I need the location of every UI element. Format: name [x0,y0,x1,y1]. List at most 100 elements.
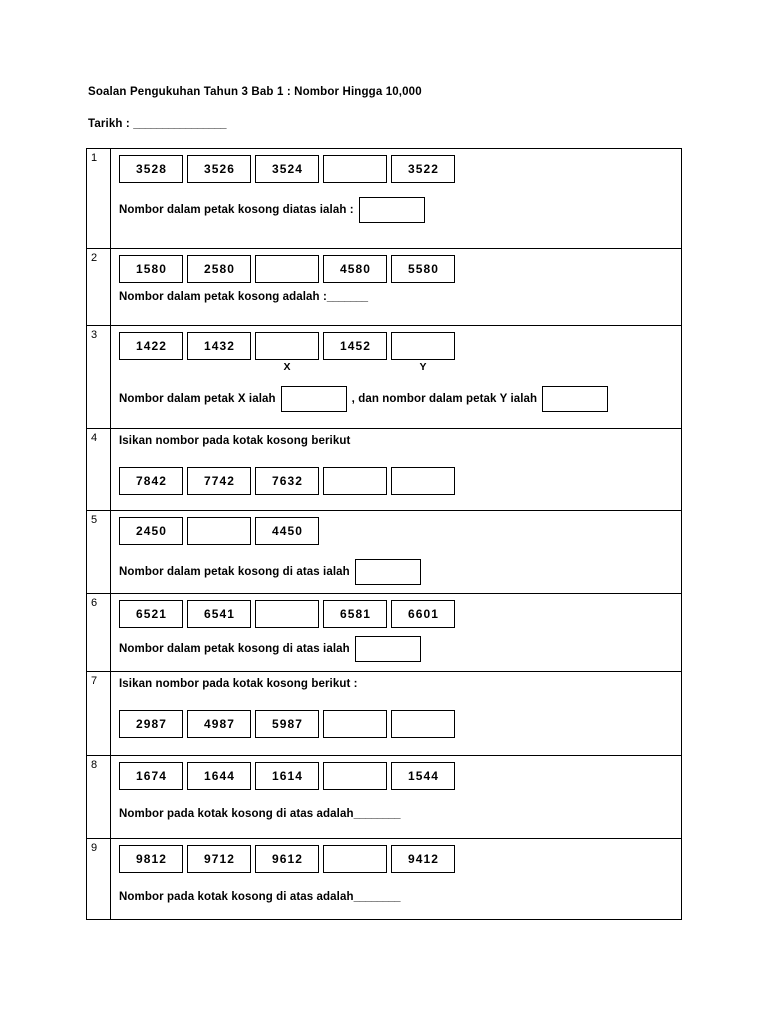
number-box: 7842 [119,467,183,495]
table-row: 5 2450 4450 Nombor dalam petak kosong di… [87,511,682,594]
table-row: 1 3528 3526 3524 3522 Nombor dalam petak… [87,149,682,249]
number-box: 6541 [187,600,251,628]
number-box-blank[interactable] [391,710,455,738]
prompt-text-y: , dan nombor dalam petak Y ialah [351,393,538,405]
answer-prompt: Nombor dalam petak kosong di atas ialah [119,636,681,662]
answer-box[interactable] [358,197,425,223]
number-box-blank[interactable] [323,762,387,790]
number-box-blank[interactable] [255,255,319,283]
date-label: Tarikh : [88,118,134,130]
answer-prompt: Nombor dalam petak kosong adalah :______… [119,291,681,303]
number-box-blank[interactable] [323,845,387,873]
question-body: 1422 1432 1452 X Y Nombor dalam petak X … [111,326,681,428]
number-box-blank[interactable] [323,710,387,738]
answer-box-y[interactable] [542,386,609,412]
number-box: 2450 [119,517,183,545]
number-box: 4450 [255,517,319,545]
answer-prompt: Nombor pada kotak kosong di atas adalah … [119,891,681,903]
number-box: 6521 [119,600,183,628]
questions-table: 1 3528 3526 3524 3522 Nombor dalam petak… [86,148,682,920]
number-sequence: 1422 1432 1452 [119,332,681,360]
number-box: 1614 [255,762,319,790]
question-number: 5 [87,511,111,593]
question-number: 7 [87,672,111,755]
number-box: 6601 [391,600,455,628]
number-sequence: 7842 7742 7632 [119,467,681,495]
number-box: 2580 [187,255,251,283]
question-number: 9 [87,839,111,919]
number-box: 4580 [323,255,387,283]
number-box: 9412 [391,845,455,873]
number-box: 7742 [187,467,251,495]
question-number: 3 [87,326,111,428]
prompt-text: Nombor dalam petak kosong di atas ialah [119,566,350,578]
number-box: 1580 [119,255,183,283]
prompt-text: Nombor dalam petak kosong adalah : [119,291,327,303]
number-box: 9812 [119,845,183,873]
number-box: 1544 [391,762,455,790]
number-sequence: 2987 4987 5987 [119,710,681,738]
number-box-blank[interactable] [323,155,387,183]
question-body: Isikan nombor pada kotak kosong berikut … [111,672,681,755]
number-box: 1644 [187,762,251,790]
number-box: 5987 [255,710,319,738]
number-box: 2987 [119,710,183,738]
table-row: 2 1580 2580 4580 5580 Nombor dalam petak… [87,249,682,326]
answer-box[interactable] [354,559,421,585]
box-label-x: X [283,361,291,373]
number-box-blank[interactable] [391,467,455,495]
question-body: 1580 2580 4580 5580 Nombor dalam petak k… [111,249,681,325]
box-label-y: Y [419,361,427,373]
number-box-blank[interactable] [187,517,251,545]
number-box: 5580 [391,255,455,283]
number-sequence: 6521 6541 6581 6601 [119,600,681,628]
answer-box[interactable] [354,636,421,662]
question-body: Isikan nombor pada kotak kosong berikut … [111,429,681,510]
number-box: 4987 [187,710,251,738]
number-sequence: 1580 2580 4580 5580 [119,255,681,283]
box-label [119,361,183,374]
number-box: 1674 [119,762,183,790]
number-box-blank-y[interactable] [391,332,455,360]
number-box: 6581 [323,600,387,628]
table-row: 7 Isikan nombor pada kotak kosong beriku… [87,672,682,756]
prompt-text: Nombor dalam petak kosong diatas ialah : [119,204,354,216]
number-box-blank-x[interactable] [255,332,319,360]
table-row: 9 9812 9712 9612 9412 Nombor pada kotak … [87,839,682,920]
date-field: Tarikh : ________________ [88,118,227,130]
number-box: 1422 [119,332,183,360]
question-number: 8 [87,756,111,838]
number-box: 1452 [323,332,387,360]
box-label [323,361,387,374]
answer-prompt: Nombor dalam petak X ialah , dan nombor … [119,386,681,412]
question-body: 6521 6541 6581 6601 Nombor dalam petak k… [111,594,681,671]
number-box-blank[interactable] [255,600,319,628]
box-label [187,361,251,374]
table-row: 6 6521 6541 6581 6601 Nombor dalam petak… [87,594,682,672]
answer-prompt: Nombor dalam petak kosong diatas ialah : [119,197,681,223]
answer-blank-line[interactable]: ________ [353,891,401,903]
number-box: 9712 [187,845,251,873]
number-box-blank[interactable] [323,467,387,495]
question-number: 1 [87,149,111,248]
answer-blank-line[interactable]: ________ [353,808,401,820]
prompt-text: Nombor dalam petak kosong di atas ialah [119,643,350,655]
question-body: 9812 9712 9612 9412 Nombor pada kotak ko… [111,839,681,919]
question-body: 3528 3526 3524 3522 Nombor dalam petak k… [111,149,681,248]
number-sequence: 3528 3526 3524 3522 [119,155,681,183]
prompt-text: Nombor pada kotak kosong di atas adalah [119,808,354,820]
prompt-text-x: Nombor dalam petak X ialah [119,393,276,405]
answer-box-x[interactable] [280,386,347,412]
answer-blank-line[interactable]: _______ [326,291,368,303]
date-blank-line[interactable]: ________________ [133,118,226,130]
answer-prompt: Nombor dalam petak kosong di atas ialah [119,559,681,585]
number-box: 9612 [255,845,319,873]
number-sequence: 1674 1644 1614 1544 [119,762,681,790]
question-number: 4 [87,429,111,510]
question-body: 2450 4450 Nombor dalam petak kosong di a… [111,511,681,593]
table-row: 4 Isikan nombor pada kotak kosong beriku… [87,429,682,511]
number-box: 7632 [255,467,319,495]
number-sequence: 2450 4450 [119,517,681,545]
page-title: Soalan Pengukuhan Tahun 3 Bab 1 : Nombor… [88,86,422,98]
